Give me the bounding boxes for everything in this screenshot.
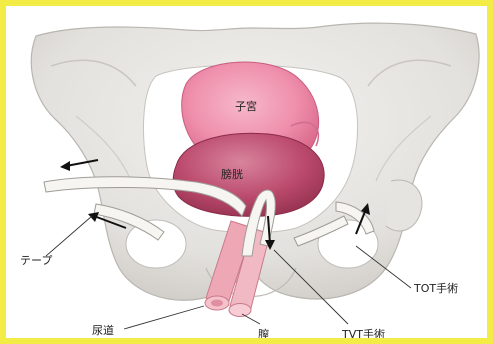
urethra-label: 尿道 — [92, 323, 114, 337]
tvt-label: TVT手術 — [341, 327, 385, 341]
urethra-leader — [124, 306, 204, 329]
tape-leader — [46, 216, 92, 256]
tot-label: TOT手術 — [413, 281, 458, 295]
bladder-label: 膀胱 — [221, 167, 243, 181]
bladder — [173, 133, 324, 216]
vagina-label: 膣 — [258, 327, 269, 341]
pelvis-diagram: 子宮 膀胱 テープ TOT手術 尿道 膣 TVT手術 — [6, 6, 493, 344]
vagina-leader — [242, 314, 260, 324]
tape-label: テープ — [20, 254, 52, 267]
uterus-label: 子宮 — [235, 99, 257, 113]
